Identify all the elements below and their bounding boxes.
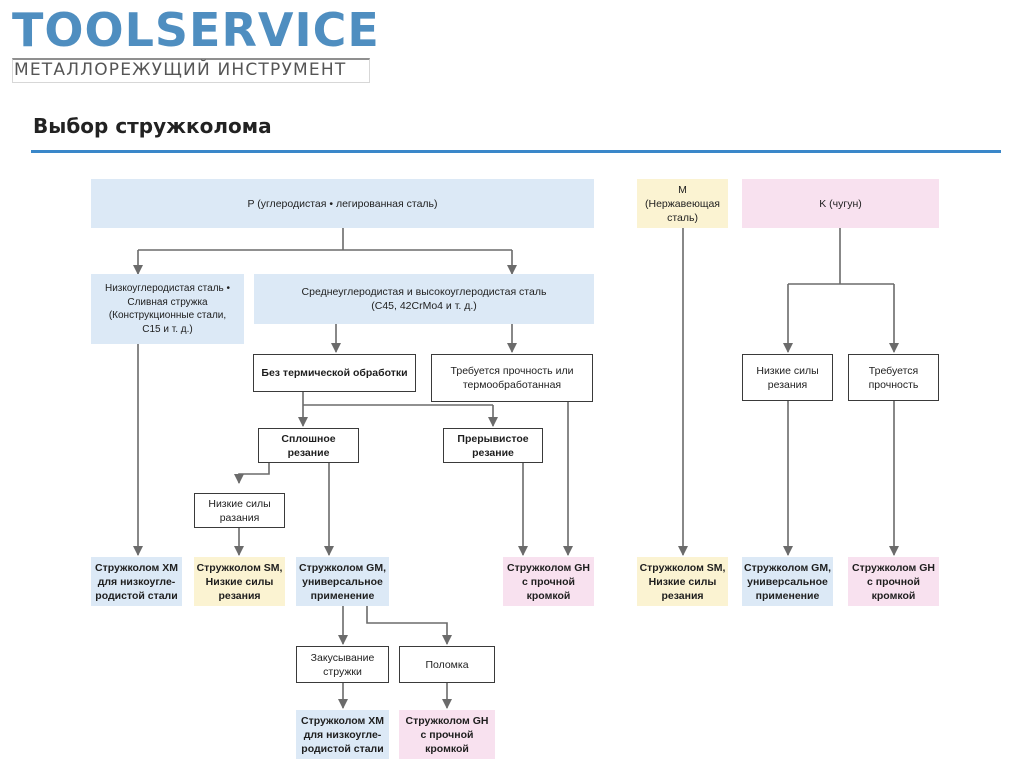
node-k-iron: K (чугун) [742, 179, 939, 228]
result-xm-chip-seizure: Стружколом XM для низкоугле- родистой ст… [296, 710, 389, 759]
node-strength-required: Требуется прочность или термообработанна… [431, 354, 593, 402]
result-xm-low-carbon: Стружколом XM для низкоугле- родистой ст… [91, 557, 182, 606]
result-sm-m-steel: Стружколом SM, Низкие силы резания [637, 557, 728, 606]
result-gh-k-iron: Стружколом GH с прочной кромкой [848, 557, 939, 606]
result-gm-universal: Стружколом GM, универсальное применение [296, 557, 389, 606]
logo-subtitle: МЕТАЛЛОРЕЖУЩИЙ ИНСТРУМЕНТ [14, 60, 347, 80]
connector-p-split [138, 228, 512, 251]
connector-continuous-to-low-forces [234, 463, 270, 484]
node-p-steel: P (углеродистая • легированная сталь) [91, 179, 594, 228]
node-m-steel: M (Нержавеющая сталь) [637, 179, 728, 228]
page-title: Выбор стружколома [33, 114, 272, 138]
result-gm-k-iron: Стружколом GM, универсальное применение [742, 557, 833, 606]
connector-gm-to-breakage [366, 606, 452, 645]
node-low-forces-p: Низкие силы разания [194, 493, 285, 528]
node-interrupted-cut: Прерывистое резание [443, 428, 543, 463]
connector-k-split [788, 228, 894, 285]
result-gh-strong-edge: Стружколом GH с прочной кромкой [503, 557, 594, 606]
title-divider [31, 150, 1001, 153]
node-breakage: Поломка [399, 646, 495, 683]
logo-subtitle-frame [12, 58, 370, 83]
node-low-carbon-steel: Низкоуглеродистая сталь • Сливная стружк… [91, 274, 244, 344]
node-low-forces-k: Низкие силы резания [742, 354, 833, 401]
node-chip-seizure: Закусывание стружки [296, 646, 389, 683]
node-medium-high-carbon-steel: Среднеуглеродистая и высокоуглеродистая … [254, 274, 594, 324]
node-strength-k: Требуется прочность [848, 354, 939, 401]
logo-title: TOOLSERVICE [12, 3, 380, 57]
connector-no-heat-split [302, 392, 493, 406]
node-no-heat-treatment: Без термической обработки [253, 354, 416, 392]
result-sm-low-forces: Стружколом SM, Низкие силы резания [194, 557, 285, 606]
result-gh-breakage: Стружколом GH с прочной кромкой [399, 710, 495, 759]
node-continuous-cut: Сплошное резание [258, 428, 359, 463]
